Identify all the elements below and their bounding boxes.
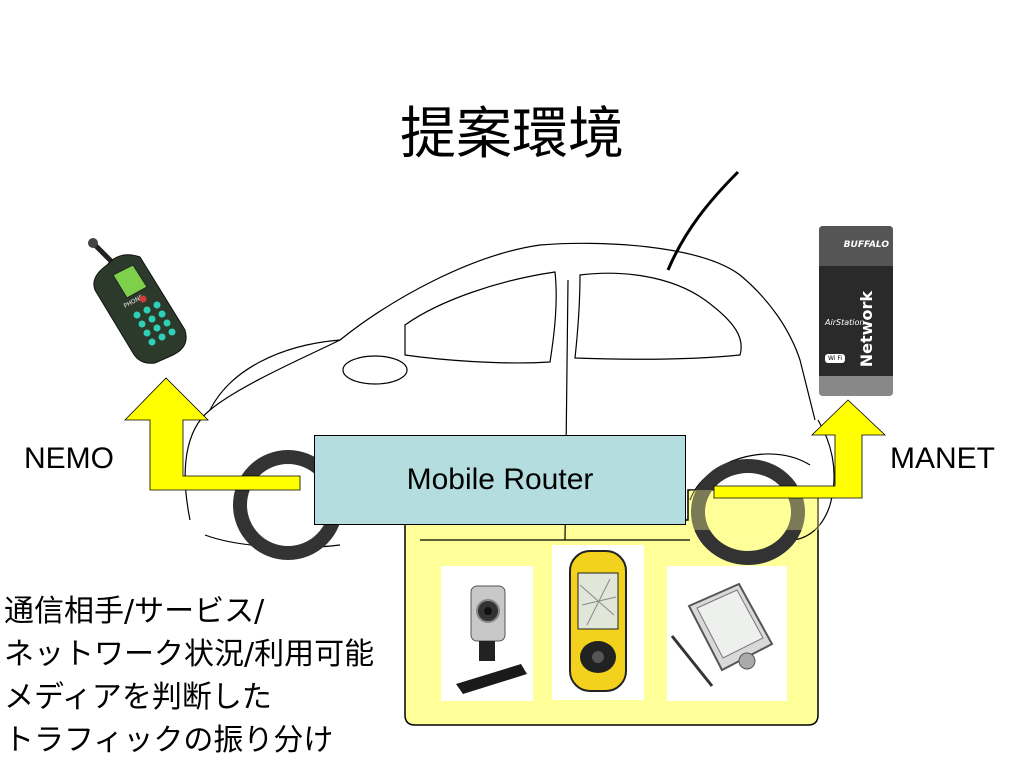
traffic-note: 通信相手/サービス/ ネットワーク状況/利用可能 メディアを判断した トラフィッ… bbox=[4, 590, 374, 762]
note-line: 通信相手/サービス/ bbox=[4, 594, 265, 629]
cell-phone-image: PHONE bbox=[88, 238, 187, 364]
car-outline bbox=[184, 242, 835, 549]
manet-label: MANET bbox=[890, 442, 995, 475]
wifi-card-brand: BUFFALO bbox=[843, 240, 889, 250]
gps-device-image bbox=[552, 545, 644, 700]
wifi-badge: Wi Fi bbox=[825, 354, 846, 363]
pda-image bbox=[667, 566, 787, 701]
note-line: ネットワーク状況/利用可能 bbox=[4, 637, 375, 672]
webcam-image bbox=[441, 566, 533, 701]
mobile-router-box: Mobile Router bbox=[314, 435, 686, 525]
note-line: メディアを判断した bbox=[4, 680, 272, 715]
nemo-arrow bbox=[124, 377, 301, 491]
antenna bbox=[666, 170, 740, 271]
rear-wheel bbox=[691, 459, 805, 565]
note-line: トラフィックの振り分け bbox=[4, 723, 334, 758]
wifi-card-image: BUFFALO AirStation Network Wi Fi bbox=[819, 226, 893, 396]
wifi-card-product: AirStation bbox=[825, 318, 865, 327]
manet-arrow bbox=[713, 399, 887, 499]
mobile-router-label: Mobile Router bbox=[406, 463, 594, 496]
nemo-label: NEMO bbox=[24, 442, 114, 475]
wifi-card-word: Network bbox=[857, 291, 876, 368]
slide-title: 提案環境 bbox=[400, 102, 624, 167]
